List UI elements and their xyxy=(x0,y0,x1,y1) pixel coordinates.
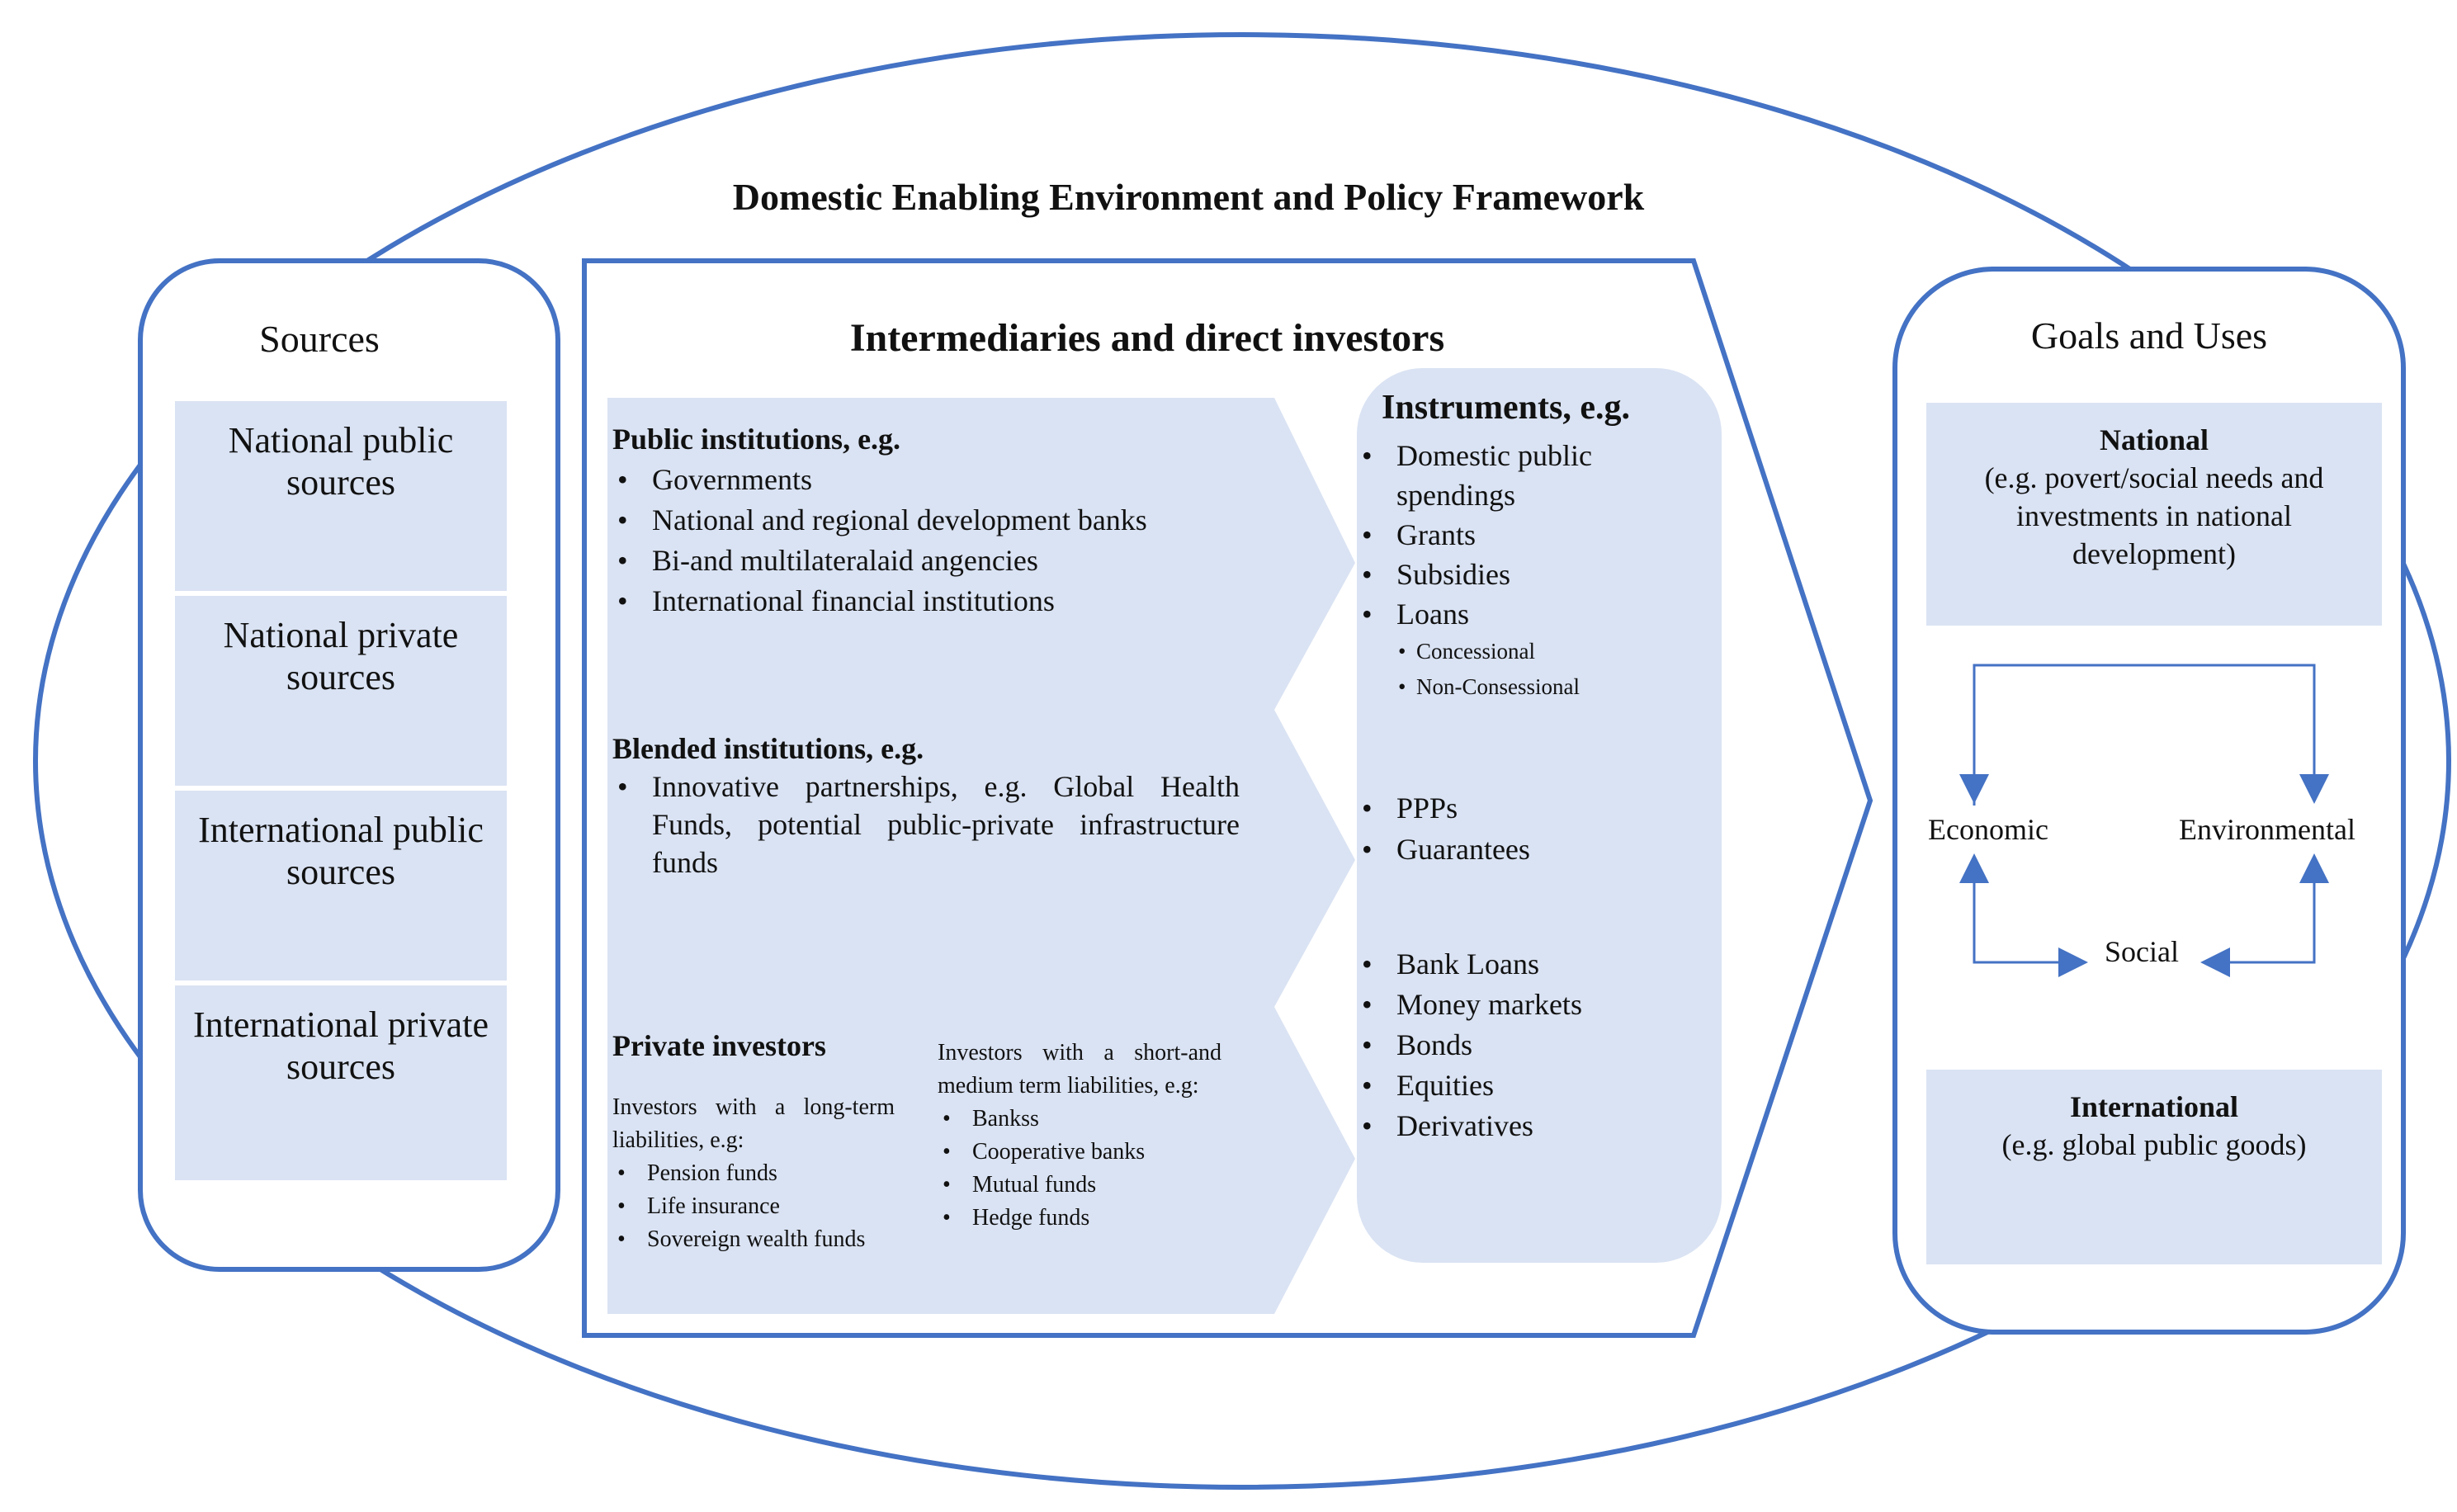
source-item-international-public: International public sources xyxy=(175,791,507,980)
instruments-blended-list: PPPs Guarantees xyxy=(1357,787,1703,870)
list-item: Bonds xyxy=(1357,1025,1703,1065)
public-institutions-section: Public institutions, e.g. Governments Na… xyxy=(612,419,1273,621)
list-item: PPPs xyxy=(1357,787,1703,829)
list-item: Life insurance xyxy=(612,1190,895,1223)
instruments-blended-group: PPPs Guarantees xyxy=(1357,787,1703,870)
list-item: Derivatives xyxy=(1357,1106,1703,1146)
arrow-right-social-icon xyxy=(2058,947,2088,977)
list-item: Non-Consessional xyxy=(1396,669,1703,705)
instruments-private-group: Bank Loans Money markets Bonds Equities … xyxy=(1357,944,1703,1146)
cycle-environmental-label: Environmental xyxy=(2179,813,2355,846)
sources-heading: Sources xyxy=(259,318,380,360)
public-institutions-list: Governments National and regional develo… xyxy=(612,460,1273,621)
short-term-list: Bankss Cooperative banks Mutual funds He… xyxy=(938,1103,1221,1235)
list-item: Subsidies xyxy=(1357,555,1703,594)
diagram-title: Domestic Enabling Environment and Policy… xyxy=(732,176,1645,218)
blended-institutions-section: Blended institutions, e.g. Innovative pa… xyxy=(612,730,1240,881)
goal-international-title: International xyxy=(2069,1090,2238,1123)
list-item: Bi-and multilateralaid angencies xyxy=(612,541,1273,581)
cycle-economic-label: Economic xyxy=(1928,813,2048,846)
instruments-private-list: Bank Loans Money markets Bonds Equities … xyxy=(1357,944,1703,1146)
list-item: Cooperative banks xyxy=(938,1136,1221,1169)
source-item-label: National public sources xyxy=(228,420,454,503)
goal-international: International (e.g. global public goods) xyxy=(1926,1070,2382,1264)
list-item: Pension funds xyxy=(612,1157,895,1190)
list-item: Mutual funds xyxy=(938,1169,1221,1202)
policy-framework-ellipse xyxy=(33,32,2451,1490)
long-term-investors: Investors with a long-term liabilities, … xyxy=(612,1091,895,1256)
arrow-left-social-icon xyxy=(2200,947,2230,977)
instruments-public-group: Domestic public spendings Grants Subsidi… xyxy=(1357,436,1703,705)
list-item: Sovereign wealth funds xyxy=(612,1223,895,1256)
instruments-public-list: Domestic public spendings Grants Subsidi… xyxy=(1357,436,1703,634)
short-term-investors: Investors with a short-and medium term l… xyxy=(938,1037,1221,1235)
cycle-bottom-right-connector xyxy=(2209,880,2316,964)
short-term-intro: Investors with a short-and medium term l… xyxy=(938,1040,1221,1099)
source-item-international-private: International private sources xyxy=(175,985,507,1180)
list-item: National and regional development banks xyxy=(612,500,1273,541)
cycle-bottom-left-connector xyxy=(1973,880,2080,964)
cycle-top-connector xyxy=(1973,664,2318,806)
list-item: Equities xyxy=(1357,1065,1703,1106)
long-term-intro: Investors with a long-term liabilities, … xyxy=(612,1094,895,1153)
goal-national: National (e.g. povert/social needs and i… xyxy=(1926,403,2382,626)
goals-heading: Goals and Uses xyxy=(2030,314,2268,357)
intermediaries-heading: Intermediaries and direct investors xyxy=(849,316,1445,360)
source-item-label: International private sources xyxy=(193,1004,489,1087)
source-item-national-private: National private sources xyxy=(175,596,507,786)
list-item: Bankss xyxy=(938,1103,1221,1136)
source-item-label: International public sources xyxy=(198,810,484,892)
instruments-heading: Instruments, e.g. xyxy=(1382,389,1630,427)
long-term-list: Pension funds Life insurance Sovereign w… xyxy=(612,1157,895,1256)
list-item: Innovative partnerships, e.g. Global Hea… xyxy=(612,768,1240,881)
cycle-social-label: Social xyxy=(2105,935,2179,968)
list-item: Domestic public spendings xyxy=(1357,436,1703,515)
list-item: Loans xyxy=(1357,594,1703,634)
list-item: International financial institutions xyxy=(612,581,1273,621)
list-item: Money markets xyxy=(1357,985,1703,1025)
list-item: Governments xyxy=(612,460,1273,500)
list-item: Bank Loans xyxy=(1357,944,1703,985)
list-item: Hedge funds xyxy=(938,1202,1221,1235)
list-item: Concessional xyxy=(1396,634,1703,669)
arrow-down-environmental-icon xyxy=(2299,774,2329,804)
list-item: Grants xyxy=(1357,515,1703,555)
arrow-up-environmental-icon xyxy=(2299,853,2329,883)
goal-national-text: (e.g. povert/social needs and investment… xyxy=(1984,461,2324,570)
list-item: Guarantees xyxy=(1357,829,1703,870)
goal-international-text: (e.g. global public goods) xyxy=(2001,1128,2307,1161)
source-item-national-public: National public sources xyxy=(175,401,507,591)
public-institutions-title: Public institutions, e.g. xyxy=(612,423,901,456)
blended-institutions-title: Blended institutions, e.g. xyxy=(612,732,924,765)
private-investors-title: Private investors xyxy=(612,1029,826,1062)
blended-institutions-list: Innovative partnerships, e.g. Global Hea… xyxy=(612,768,1240,881)
source-item-label: National private sources xyxy=(223,615,459,697)
arrow-down-economic-icon xyxy=(1959,774,1989,804)
goal-national-title: National xyxy=(2099,423,2209,456)
loan-types-list: Concessional Non-Consessional xyxy=(1396,634,1703,705)
arrow-up-economic-icon xyxy=(1959,853,1989,883)
